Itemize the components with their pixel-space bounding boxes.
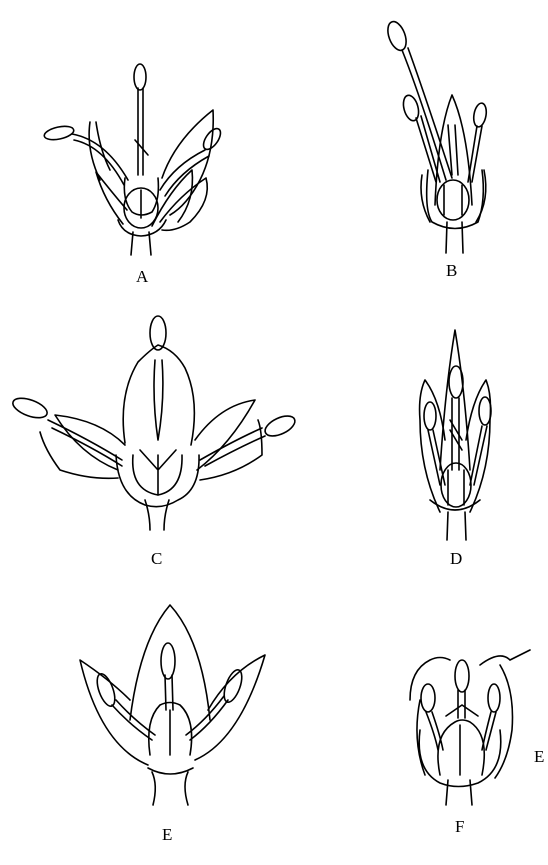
label-f: F	[455, 818, 464, 835]
label-d: D	[450, 550, 462, 567]
label-b: B	[446, 262, 457, 279]
label-e-side: E	[534, 748, 544, 765]
label-e: E	[162, 826, 172, 843]
label-c: C	[151, 550, 162, 567]
flower-d-drawing	[420, 330, 491, 540]
flower-b-drawing	[384, 19, 488, 253]
flower-e-drawing	[80, 605, 265, 805]
flower-f-drawing	[410, 650, 530, 805]
flower-c-drawing	[10, 316, 298, 530]
label-a: A	[136, 268, 148, 285]
flower-a-drawing	[43, 64, 224, 255]
